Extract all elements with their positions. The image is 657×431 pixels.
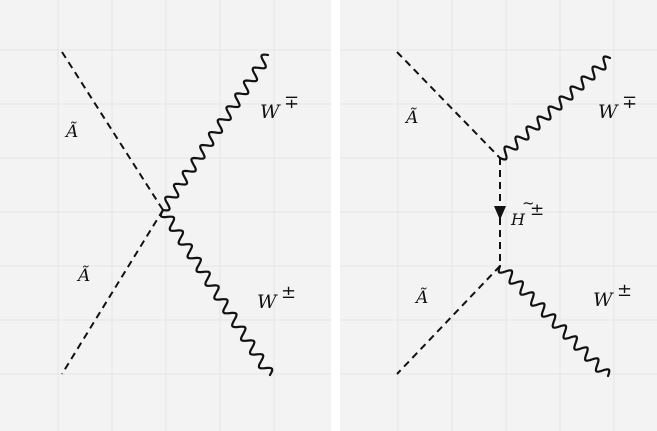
w-boson-charge-bottom: ± (617, 280, 632, 301)
grid (0, 0, 331, 431)
w-boson-charge-top: ∓ (284, 92, 299, 113)
w-boson-label-top: W (260, 101, 281, 123)
w-boson-label-bottom: W (593, 289, 614, 311)
photino-label-top: Ã (64, 121, 78, 142)
photino-line-top (61, 51, 164, 211)
photino-label-bottom: Ã (414, 287, 428, 308)
w-boson-line-top (498, 55, 612, 161)
w-boson-charge-top: ∓ (622, 92, 637, 113)
photino-label-bottom: Ã (76, 265, 90, 286)
grid (340, 0, 657, 431)
photino-line-bottom (396, 265, 501, 375)
propagator-arrow-icon (494, 206, 506, 220)
w-boson-charge-bottom: ± (281, 282, 296, 303)
higgsino-charge: ± (530, 200, 544, 220)
w-boson-label-top: W (598, 101, 619, 123)
exchange-diagram-svg: Ã Ã W ∓ W ± H ~ ± (340, 0, 657, 431)
w-boson-line-bottom (497, 264, 611, 378)
w-boson-label-bottom: W (257, 291, 278, 313)
photino-line-top (396, 51, 501, 159)
photino-line-bottom (61, 209, 164, 375)
higgsino-label-tilde: ~ (522, 194, 535, 212)
w-boson-line-bottom (159, 208, 274, 377)
photino-label-top: Ã (404, 107, 418, 128)
w-boson-line-top (161, 53, 270, 212)
higgsino-label: H (510, 210, 526, 229)
diagram-panel-contact: Ã Ã W ∓ W ± (0, 0, 331, 431)
diagram-panel-higgsino-exchange: Ã Ã W ∓ W ± H ~ ± (340, 0, 657, 431)
contact-diagram-svg: Ã Ã W ∓ W ± (0, 0, 331, 431)
